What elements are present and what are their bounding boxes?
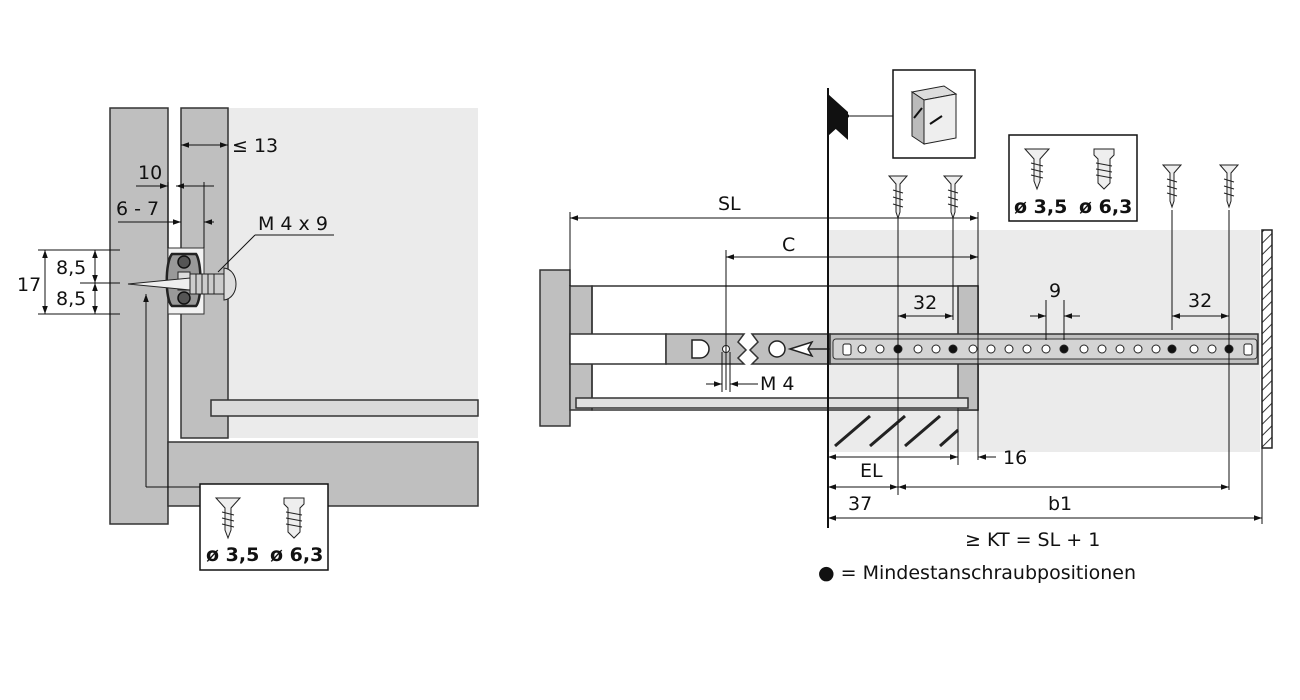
screw-3-5-icon [1023,148,1051,191]
rail-hole [1004,344,1014,354]
min-screw-position-hole [1059,344,1069,354]
screw-6-3-icon [1093,148,1115,190]
top-screw-4-icon [1218,164,1240,209]
screw-box-right: ø 3,5 ø 6,3 [1008,134,1138,222]
rail-hole [857,344,867,354]
dim-max-13: ≤ 13 [232,135,278,157]
dim-c: C [782,234,795,256]
m4-screw [127,267,237,301]
rail-hole [1115,344,1125,354]
cabinet-icon [910,85,958,145]
drawer-bottom [575,397,969,409]
round-hole-icon [768,340,786,358]
rail-hole [1022,344,1032,354]
drawer-inner-background [228,108,478,438]
d-hole-icon [691,339,710,359]
top-screw-2-icon [942,175,964,220]
min-screw-position-hole [948,344,958,354]
dim-b1: b1 [1048,493,1072,515]
rail-hole [931,344,941,354]
dim-6-7: 6 - 7 [116,198,159,220]
rail-hole [1097,344,1107,354]
screw-size-small-left: ø 3,5 [206,544,259,566]
screw-6-3-icon [283,497,305,539]
rail-holes [842,343,1253,356]
rail-hole [1189,344,1199,354]
dim-m4x9: M 4 x 9 [258,213,328,235]
rail-hole [1207,344,1217,354]
rail-hole [1133,344,1143,354]
dim-10: 10 [138,162,162,184]
legend-min-screw-positions: ● = Mindestanschraubpositionen [818,562,1136,584]
dim-9: 9 [1049,280,1061,302]
rail-hole [1151,344,1161,354]
screw-size-large-left: ø 6,3 [270,544,323,566]
dim-8-5-top: 8,5 [56,257,86,279]
rail-hole [1041,344,1051,354]
dim-37: 37 [848,493,872,515]
right-detail: ø 3,5 ø 6,3 SL C 32 9 32 M 4 [539,69,1273,584]
rail-slot [1243,343,1253,356]
screw-size-small-right: ø 3,5 [1014,196,1067,218]
dim-17: 17 [17,274,41,296]
dim-m4: M 4 [760,373,795,395]
screw-size-large-right: ø 6,3 [1079,196,1132,218]
rail-hole [986,344,996,354]
rail-hole [913,344,923,354]
dim-sl: SL [718,193,741,215]
left-detail: ≤ 13 10 6 - 7 M 4 x 9 17 8,5 8,5 [17,107,479,571]
dim-8-5-bottom: 8,5 [56,288,86,310]
reference-arrow-icon [828,96,850,136]
top-screw-3-icon [1161,164,1183,209]
cabinet-back-wall [1261,229,1273,449]
formula-kt: ≥ KT = SL + 1 [965,529,1100,551]
dim-32-left: 32 [913,292,937,314]
dim-16: 16 [1003,447,1027,469]
min-screw-position-hole [1167,344,1177,354]
rail-hole [968,344,978,354]
screw-3-5-icon [214,497,242,540]
hatched-floor [834,414,959,448]
cabinet-side-panel [109,107,169,525]
rail-hole [1079,344,1089,354]
dim-el: EL [860,460,883,482]
screw-box-left: ø 3,5 ø 6,3 [199,483,329,571]
drawer-front-panel [539,269,571,427]
top-screw-1-icon [887,175,909,220]
rail-slot [842,343,852,356]
dim-32-right: 32 [1188,290,1212,312]
cabinet-icon-box [892,69,976,159]
drawer-bottom-panel [210,399,479,417]
rail-hole [875,344,885,354]
